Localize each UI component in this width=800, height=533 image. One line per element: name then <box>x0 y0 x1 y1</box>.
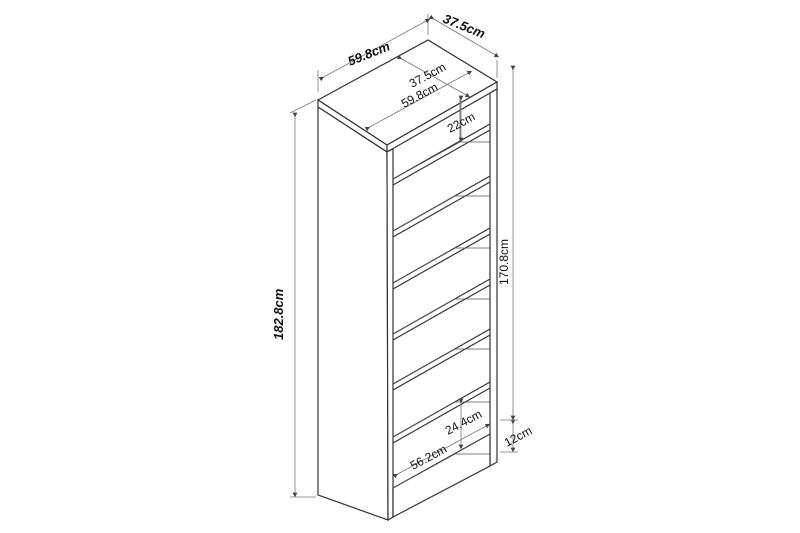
shelves <box>392 97 491 489</box>
shelf <box>392 175 491 238</box>
inner-height-label: 170.8cm <box>497 239 511 285</box>
left-panel-front-edge <box>386 148 394 522</box>
right-panel-front-edge <box>489 87 498 468</box>
shelf <box>392 278 491 341</box>
plinth-height-label: 12cm <box>502 424 534 450</box>
total-height-label: 182.8cm <box>271 288 286 340</box>
shelf <box>392 328 491 391</box>
left-side-panel <box>317 105 389 521</box>
shelf <box>392 227 491 290</box>
dimension-lines <box>289 14 518 498</box>
